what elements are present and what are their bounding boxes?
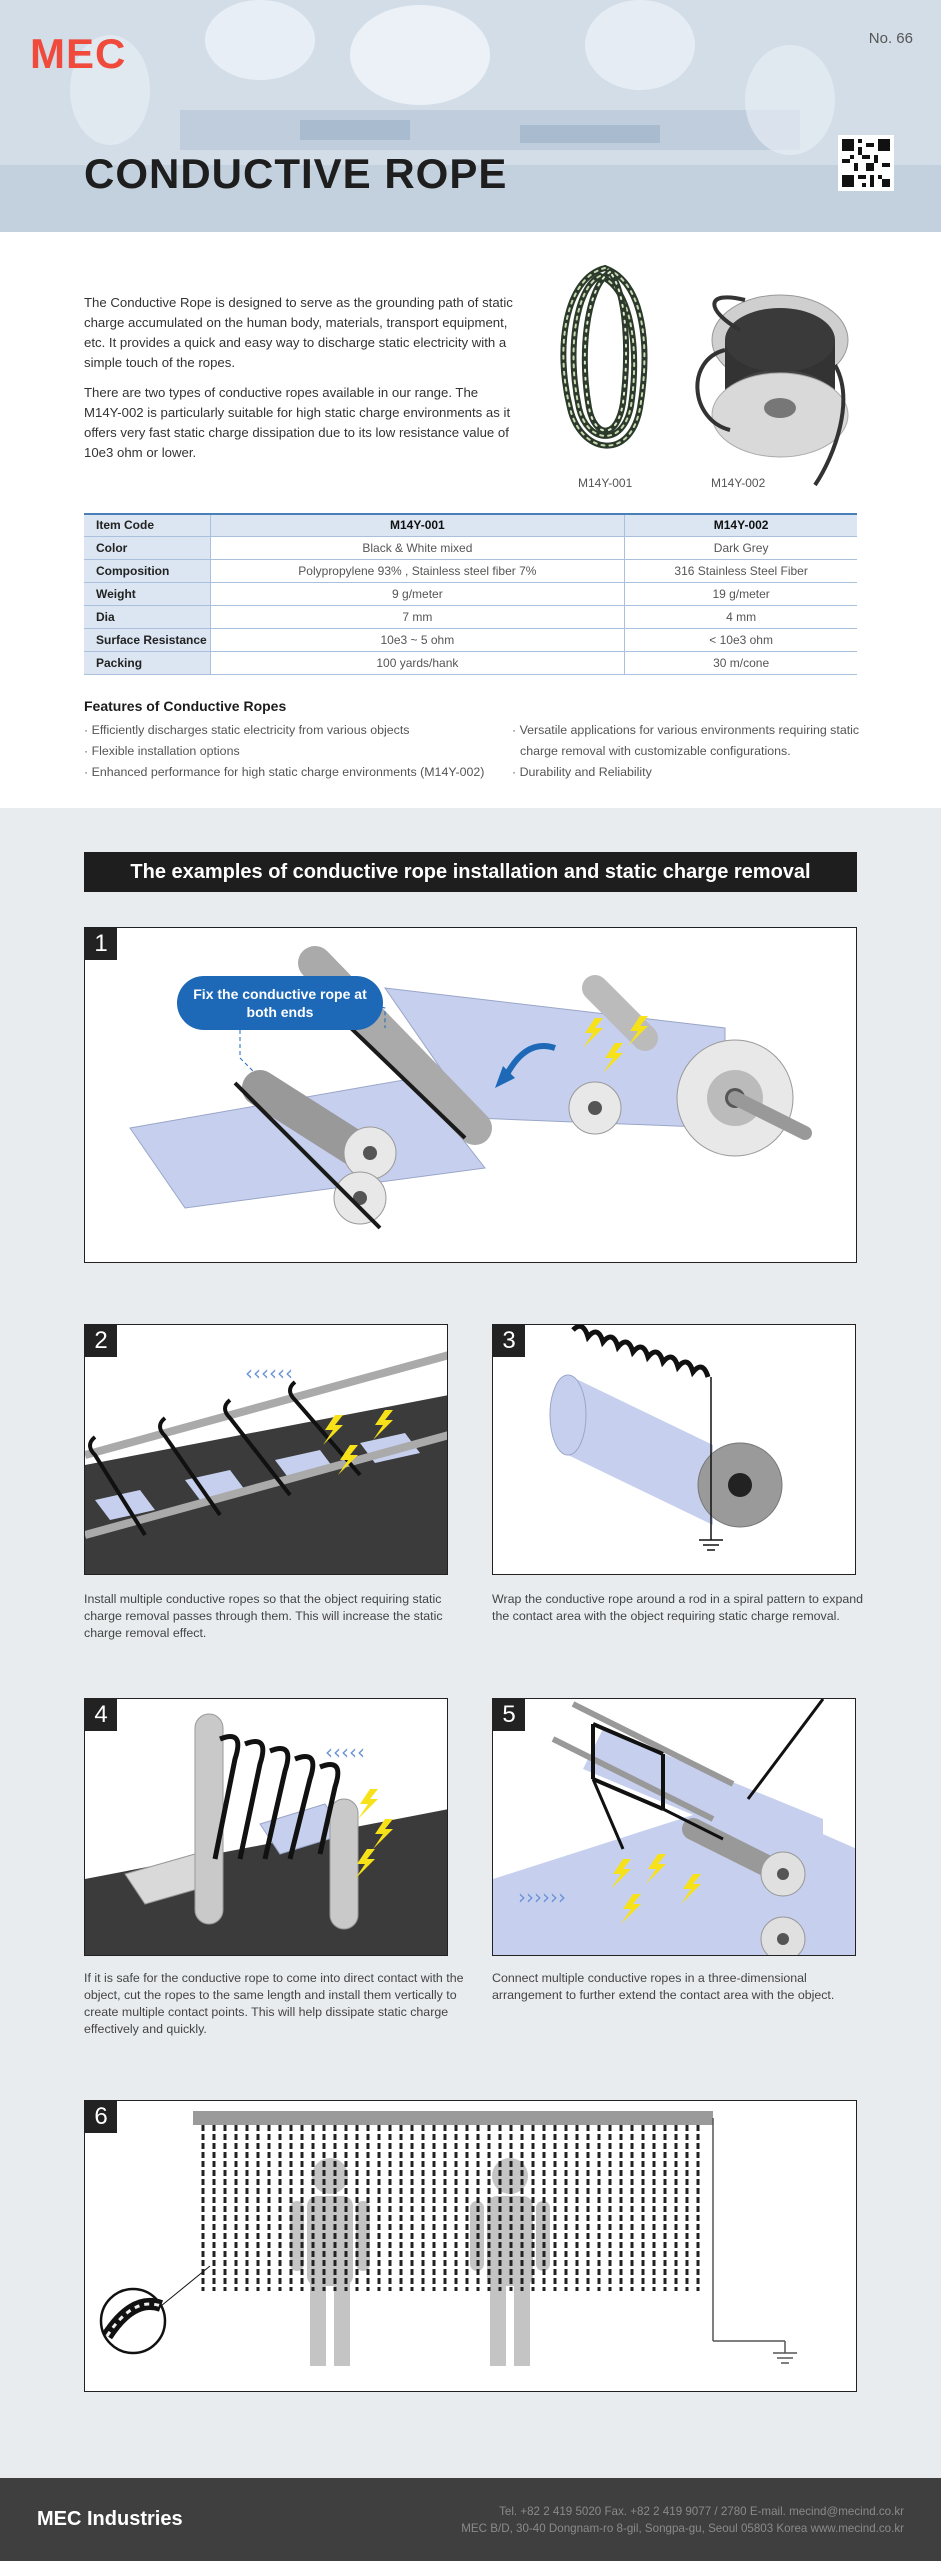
rope-curtain-conveyor-illustration: ‹‹‹‹‹‹ (85, 1351, 447, 1574)
qr-code[interactable] (838, 135, 894, 191)
table-cell: 100 yards/hank (209, 651, 625, 675)
table-header: M14Y-001 (209, 513, 625, 537)
svg-text:››››››: ›››››› (518, 1885, 566, 1909)
example-panel-5: 5 ›››››› (492, 1698, 856, 1956)
mec-logo: MEC (30, 30, 127, 77)
footer-address-line: MEC B/D, 30-40 Dongnam-ro 8-gil, Songpa-… (461, 2522, 904, 2535)
table-row-label: Surface Resistance (84, 628, 210, 652)
three-dimensional-rope-frame-illustration: ›››››› (493, 1699, 855, 1955)
footer-contact-line: Tel. +82 2 419 5020 Fax. +82 2 419 9077 … (499, 2505, 904, 2518)
feature-item: · Versatile applications for various env… (512, 723, 860, 758)
vertical-rope-brush-illustration: ‹‹‹‹‹ (85, 1713, 447, 1955)
table-cell: 4 mm (624, 605, 857, 629)
table-row-label: Packing (84, 651, 210, 675)
panel-number: 3 (493, 1325, 525, 1357)
table-row-label: Weight (84, 582, 210, 606)
table-row-label: Composition (84, 559, 210, 583)
table-cell: Dark Grey (624, 536, 857, 560)
table-row: Composition Polypropylene 93% , Stainles… (84, 559, 857, 583)
panel-number: 4 (85, 1699, 117, 1731)
table-cell: 316 Stainless Steel Fiber (624, 559, 857, 583)
rope-spool-m14y-002-image (695, 294, 849, 487)
image-caption-m14y-001: M14Y-001 (578, 476, 633, 490)
footer-brand: MEC Industries (37, 2508, 183, 2530)
example-caption-2: Install multiple conductive ropes so tha… (84, 1592, 443, 1640)
table-row: Surface Resistance 10e3 ~ 5 ohm < 10e3 o… (84, 628, 857, 652)
panel-number: 6 (85, 2101, 117, 2133)
example-panel-3: 3 (492, 1324, 856, 1575)
example-panel-2: 2 ‹‹‹‹‹‹ (84, 1324, 448, 1575)
svg-text:‹‹‹‹‹: ‹‹‹‹‹ (325, 1740, 365, 1764)
panel-number: 2 (85, 1325, 117, 1357)
table-row: Packing 100 yards/hank 30 m/cone (84, 651, 857, 675)
image-caption-m14y-002: M14Y-002 (711, 476, 766, 490)
conveyor-illustration (129, 946, 812, 1230)
example-caption-5: Connect multiple conductive ropes in a t… (492, 1971, 835, 2002)
footer: MEC Industries Tel. +82 2 419 5020 Fax. … (0, 2478, 941, 2561)
panel-number: 5 (493, 1699, 525, 1731)
features-list-right: · Versatile applications for various env… (512, 720, 862, 783)
example-panel-1: 1 Fix the conductive rope at both ends (84, 927, 857, 1263)
table-row-label: Dia (84, 605, 210, 629)
fix-rope-callout: Fix the conductive rope at both ends (177, 976, 383, 1030)
table-header-row: Item Code M14Y-001 M14Y-002 (84, 513, 857, 537)
table-row: Color Black & White mixed Dark Grey (84, 536, 857, 560)
spiral-wrapped-rod-illustration (549, 1325, 783, 1551)
feature-item: · Durability and Reliability (512, 765, 652, 779)
example-caption-3: Wrap the conductive rope around a rod in… (492, 1592, 864, 1623)
intro-paragraph: There are two types of conductive ropes … (84, 385, 511, 460)
rope-hank-m14y-001-image (560, 264, 648, 449)
table-cell: 9 g/meter (209, 582, 625, 606)
table-cell: Polypropylene 93% , Stainless steel fibe… (209, 559, 625, 583)
table-row-label: Color (84, 536, 210, 560)
panel-number: 1 (85, 928, 117, 960)
table-cell: < 10e3 ohm (624, 628, 857, 652)
example-panel-4: 4 ‹‹‹‹‹ (84, 1698, 448, 1956)
footer-contact: Tel. +82 2 419 5020 Fax. +82 2 419 9077 … (461, 2503, 904, 2537)
feature-item: · Efficiently discharges static electric… (84, 723, 410, 737)
features-title: Features of Conductive Ropes (84, 698, 287, 714)
feature-item: · Enhanced performance for high static c… (84, 765, 485, 779)
table-cell: 30 m/cone (624, 651, 857, 675)
table-row: Weight 9 g/meter 19 g/meter (84, 582, 857, 606)
page-title: CONDUCTIVE ROPE (84, 150, 508, 197)
intro-text: The Conductive Rope is designed to serve… (84, 293, 514, 473)
examples-banner: The examples of conductive rope installa… (84, 852, 857, 892)
svg-text:‹‹‹‹‹‹: ‹‹‹‹‹‹ (245, 1361, 293, 1385)
table-header: Item Code (84, 513, 210, 537)
table-cell: Black & White mixed (209, 536, 625, 560)
features-list-left: · Efficiently discharges static electric… (84, 720, 504, 783)
cleanroom-photo (0, 0, 941, 232)
table-cell: 19 g/meter (624, 582, 857, 606)
rope-curtain-gate-illustration (99, 2111, 797, 2366)
example-caption-4: If it is safe for the conductive rope to… (84, 1971, 464, 2036)
table-header: M14Y-002 (624, 513, 857, 537)
table-cell: 7 mm (209, 605, 625, 629)
example-panel-6: 6 (84, 2100, 857, 2392)
table-row: Dia 7 mm 4 mm (84, 605, 857, 629)
hero-banner: MEC No. 66 CONDUCTIVE ROPE (0, 0, 941, 232)
document-number: No. 66 (868, 30, 913, 47)
table-cell: 10e3 ~ 5 ohm (209, 628, 625, 652)
feature-item: · Flexible installation options (84, 744, 240, 758)
intro-paragraph: The Conductive Rope is designed to serve… (84, 295, 513, 370)
spec-table: Item Code M14Y-001 M14Y-002 Color Black … (84, 513, 857, 675)
